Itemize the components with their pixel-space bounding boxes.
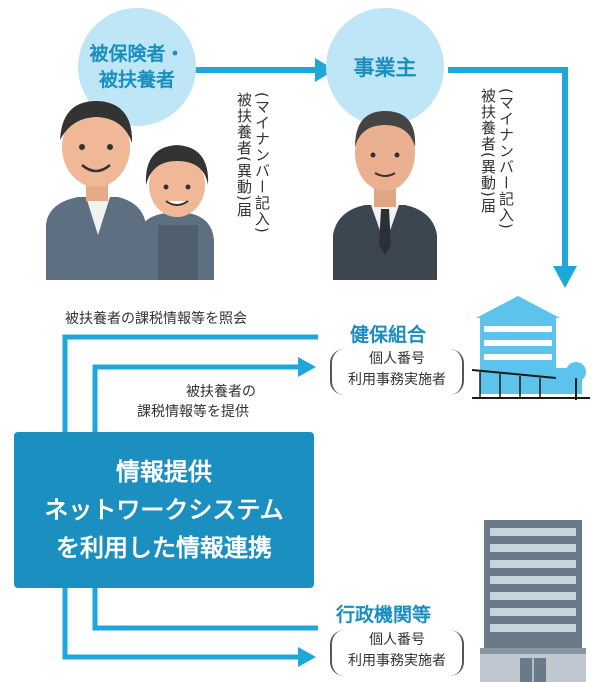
gyosei-building-icon [480, 520, 586, 682]
arrow-employer-to-kenpo [448, 67, 568, 268]
employer-illustration [333, 111, 437, 280]
inquiry-label: 被扶養者の課税情報等を照会 [65, 311, 247, 327]
form1-sub-label: (マイナンバー記入) [253, 92, 271, 234]
arrowhead-gyosei [298, 647, 316, 667]
network-box: 情報提供 ネットワークシステム を利用した情報連携 [14, 432, 314, 588]
kenpo-sub1: 個人番号 [369, 351, 425, 367]
employer-label: 事業主 [353, 56, 417, 80]
kenpo-role-box: 個人番号 利用事務実施者 [330, 349, 464, 395]
arrow-inquiry [62, 334, 318, 432]
network-line3: を利用した情報連携 [56, 534, 272, 562]
form2-main-label: 被扶養者(異動)届 [479, 88, 497, 214]
insured-circle: 被保険者・ 被扶養者 [78, 8, 196, 126]
arrowhead-employer [315, 58, 335, 82]
line-gyosei-inquiry [92, 588, 318, 631]
gyosei-role-box: 個人番号 利用事務実施者 [330, 630, 464, 676]
network-line1: 情報提供 [116, 458, 212, 486]
arrow-provide-to-kenpo [92, 364, 300, 432]
gyosei-sub1: 個人番号 [369, 632, 425, 648]
arrowhead-kenpo [553, 266, 577, 288]
provide-label-1: 被扶養者の [186, 384, 256, 400]
insured-line1: 被保険者・ [89, 43, 185, 65]
kenpo-sub2: 利用事務実施者 [348, 372, 446, 388]
arrow-network-to-gyosei [62, 588, 300, 660]
insured-family-illustration [46, 100, 214, 280]
kenpo-label: 健保組合 [350, 324, 427, 346]
arrowhead-provide [298, 357, 316, 377]
gyosei-label: 行政機関等 [336, 604, 432, 626]
employer-circle: 事業主 [326, 8, 444, 126]
network-line2: ネットワークシステム [44, 496, 284, 524]
provide-label-2: 課税情報等を提供 [137, 404, 249, 420]
insured-line2: 被扶養者 [98, 69, 175, 91]
form1-main-label: 被扶養者(異動)届 [235, 92, 253, 218]
gyosei-sub2: 利用事務実施者 [348, 653, 446, 669]
form2-sub-label: (マイナンバー記入) [497, 88, 515, 230]
kenpo-building-icon [471, 296, 590, 400]
